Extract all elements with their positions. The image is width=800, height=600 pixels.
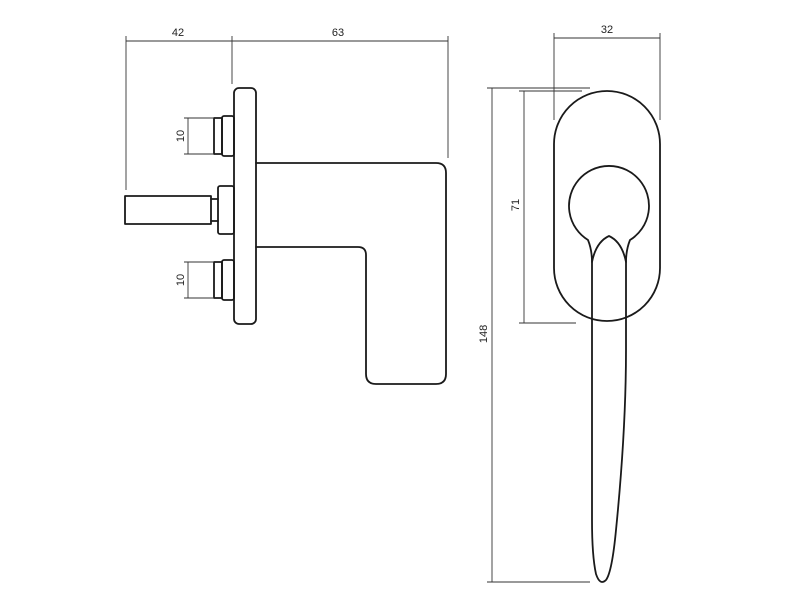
dim-label-32: 32 (601, 24, 613, 36)
dim-label-148: 148 (478, 325, 490, 343)
bottom-screw-collar (221, 259, 235, 301)
rose-plate-side (233, 87, 257, 325)
dim-label-63: 63 (332, 27, 344, 39)
rose-front (553, 90, 661, 322)
spindle-collar (217, 185, 235, 235)
lever-neck-detail (591, 235, 627, 263)
dim-label-10-bottom: 10 (175, 274, 187, 286)
spindle (124, 195, 212, 225)
lever-side-profile (255, 162, 447, 385)
top-screw-boss (213, 117, 223, 155)
dim-label-71: 71 (510, 199, 522, 211)
bottom-screw-boss (213, 261, 223, 299)
dim-label-10-top: 10 (175, 130, 187, 142)
top-screw-collar (221, 115, 235, 157)
dim-label-42: 42 (172, 27, 184, 39)
front-view: 32 71 148 (478, 24, 661, 583)
side-view: 42 63 10 10 (124, 27, 449, 385)
lever-front (568, 165, 650, 583)
